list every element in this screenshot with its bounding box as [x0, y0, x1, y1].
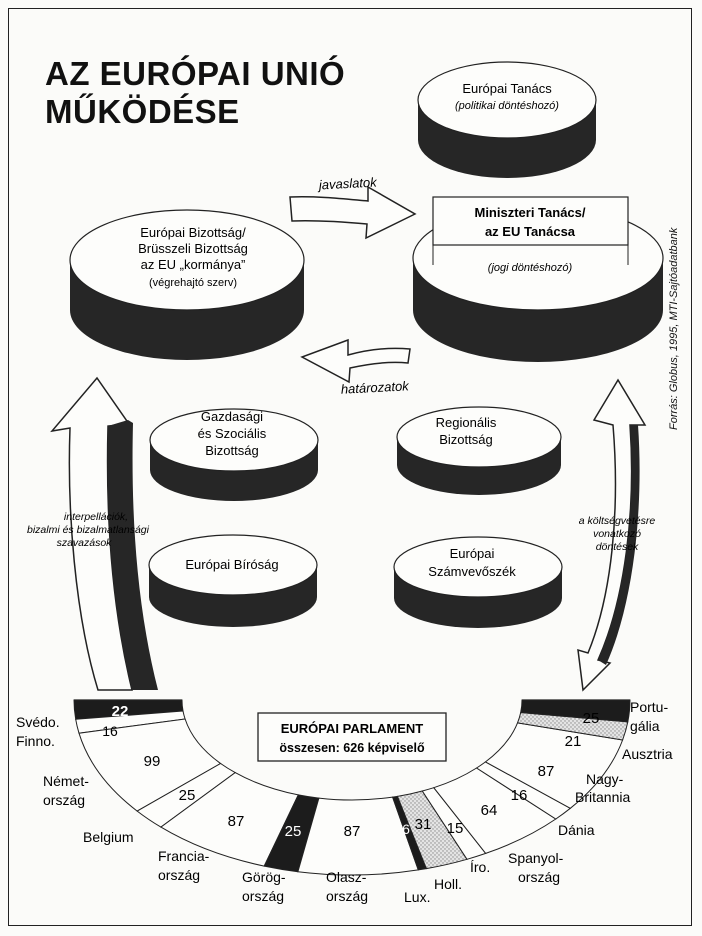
country-holl: Holl. [434, 876, 462, 892]
country-francia-2: ország [158, 867, 200, 883]
seat-value-nagybrit: 87 [538, 763, 555, 780]
seat-value-spanyol: 64 [481, 802, 498, 819]
country-gorog-2: ország [242, 888, 284, 904]
country-spanyol-1: Spanyol- [508, 850, 564, 866]
country-iro: Íro. [470, 859, 490, 875]
seat-value-svedo: 22 [112, 703, 129, 720]
parliament-label: EURÓPAI PARLAMENT összesen: 626 képvisel… [257, 712, 447, 762]
seat-value-belgium: 25 [179, 787, 196, 804]
country-finno: Finno. [16, 733, 55, 749]
regional-line-1: Regionális [436, 415, 497, 430]
seat-value-francia: 87 [228, 813, 245, 830]
country-portu-1: Portu- [630, 699, 668, 715]
seat-value-gorog: 25 [285, 823, 302, 840]
auditors-line-2: Számvevőszék [428, 564, 516, 579]
commission-role: (végrehajtó szerv) [149, 277, 237, 289]
council-role: (politikai döntéshozó) [455, 100, 559, 112]
source-note: Forrás: Globus, 1995, MTI-Sajtóadatbank [668, 227, 680, 430]
economic-social-committee-disc: Gazdasági és Szociális Bizottság [149, 408, 319, 501]
country-gorog-1: Görög- [242, 869, 286, 885]
country-lux: Lux. [404, 889, 430, 905]
esc-line-3: Bizottság [205, 443, 258, 458]
country-svedo: Svédo. [16, 714, 60, 730]
country-dania: Dánia [558, 822, 595, 838]
esc-line-2: és Szociális [198, 426, 267, 441]
country-belgium: Belgium [83, 829, 134, 845]
seat-value-olasz: 87 [344, 823, 361, 840]
council-of-ministers-disc: Miniszteri Tanács/ az EU Tanácsa (jogi d… [412, 196, 664, 362]
country-nagy-2: Britannia [575, 789, 630, 805]
right-arrow-line-3: döntések [596, 541, 639, 553]
parliament-hemicycle [73, 699, 631, 876]
country-spanyol-2: ország [518, 869, 560, 885]
decisions-arrow: határozatok [300, 338, 411, 397]
country-olasz-1: Olasz- [326, 869, 367, 885]
title-line-2: MŰKÖDÉSE [45, 93, 240, 130]
seat-value-lux: 6 [402, 821, 410, 837]
council-name: Európai Tanács [462, 81, 552, 96]
ministers-label-box [432, 196, 629, 246]
auditors-line-1: Európai [450, 546, 495, 561]
seat-value-portugalia: 25 [583, 710, 600, 727]
right-arrow-line-1: a költségvetésre [579, 515, 656, 527]
commission-line-2: Brüsszeli Bizottság [138, 241, 248, 256]
european-council-disc: Európai Tanács (politikai döntéshozó) [417, 61, 597, 178]
court-of-auditors-disc: Európai Számvevőszék [393, 536, 563, 628]
left-arrow-line-1: interpellációk, [64, 511, 128, 523]
title-line-1: AZ EURÓPAI UNIÓ [45, 55, 346, 92]
left-arrow-line-3: szavazások [57, 537, 113, 549]
country-nagy-1: Nagy- [586, 771, 624, 787]
country-nemet-1: Német- [43, 773, 89, 789]
country-olasz-2: ország [326, 888, 368, 904]
ministers-name-1: Miniszteri Tanács/ [474, 205, 585, 220]
commission-line-1: Európai Bizottság/ [140, 225, 246, 240]
parliament-title: EURÓPAI PARLAMENT [281, 721, 424, 736]
regional-line-2: Bizottság [439, 432, 492, 447]
seat-value-finno: 16 [102, 723, 118, 739]
diagram-frame [8, 8, 692, 926]
country-portu-2: gália [630, 718, 660, 734]
seat-value-ausztria: 21 [565, 733, 582, 750]
proposals-label: javaslatok [317, 174, 379, 192]
european-commission-disc: Európai Bizottság/ Brüsszeli Bizottság a… [69, 209, 305, 360]
left-arrow-line-2: bizalmi és bizalmatlansági [27, 524, 150, 536]
country-labels: Svédo. Finno. Német- ország Belgium Fran… [16, 699, 673, 905]
proposals-arrow: javaslatok [289, 174, 417, 240]
parliament-total: összesen: 626 képviselő [279, 741, 425, 755]
regional-committee-disc: Regionális Bizottság [396, 406, 562, 495]
ministers-role: (jogi döntéshozó) [488, 262, 573, 274]
left-vote-arrow: interpellációk, bizalmi és bizalmatlansá… [27, 376, 158, 691]
country-ausztria: Ausztria [622, 746, 673, 762]
seat-value-dania: 16 [511, 787, 528, 804]
right-arrow-line-2: vonatkozó [593, 528, 641, 540]
ministers-name-2: az EU Tanácsa [485, 224, 576, 239]
esc-line-1: Gazdasági [201, 409, 263, 424]
commission-line-3: az EU „kormánya” [141, 257, 246, 272]
country-francia-1: Francia- [158, 848, 210, 864]
seat-value-labels: 22 16 99 25 87 25 87 6 31 15 64 16 87 21… [102, 703, 599, 840]
court-label: Európai Bíróság [185, 557, 278, 572]
right-budget-arrow: a költségvetésre vonatkozó döntések [577, 378, 656, 692]
country-nemet-2: ország [43, 792, 85, 808]
seat-value-nemet: 99 [144, 753, 161, 770]
diagram-title: AZ EURÓPAI UNIÓ MŰKÖDÉSE [45, 55, 345, 131]
seat-value-iro: 15 [447, 820, 464, 837]
decisions-label: határozatok [340, 378, 410, 397]
court-of-justice-disc: Európai Bíróság [148, 534, 318, 627]
seat-value-holl: 31 [415, 816, 432, 833]
